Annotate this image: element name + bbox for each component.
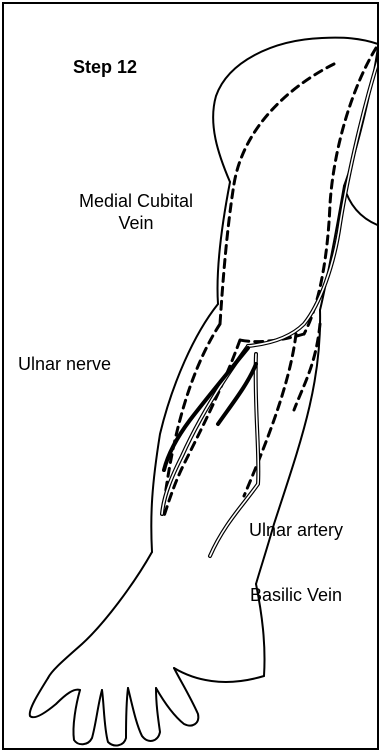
radial-branch-outer <box>162 346 248 514</box>
label-medial-cubital-line1: Medial Cubital <box>41 190 231 212</box>
brachial-artery-outer <box>248 48 379 346</box>
label-medial-cubital-vein: Medial Cubital Vein <box>41 190 231 234</box>
cephalic-vein-upper <box>220 64 334 324</box>
forearm-vein-2 <box>244 334 296 496</box>
finger-2 <box>102 688 128 745</box>
palm-edge <box>174 668 264 682</box>
label-basilic-vein: Basilic Vein <box>250 584 342 606</box>
basilic-vein-upper <box>304 48 376 334</box>
forearm-medial <box>256 310 320 584</box>
nerve-branch <box>218 364 256 424</box>
arm-illustration <box>4 4 379 750</box>
thumb <box>30 678 80 717</box>
wrist-lateral <box>48 552 152 678</box>
label-medial-cubital-line2: Vein <box>41 212 231 234</box>
label-ulnar-artery: Ulnar artery <box>249 519 343 541</box>
forearm-vein-3 <box>164 340 240 516</box>
step-title: Step 12 <box>73 56 137 78</box>
finger-3 <box>128 688 160 741</box>
finger-1 <box>73 690 102 744</box>
label-ulnar-nerve: Ulnar nerve <box>18 353 111 375</box>
diagram-frame: Step 12 Medial Cubital Vein Ulnar nerve … <box>2 2 379 750</box>
